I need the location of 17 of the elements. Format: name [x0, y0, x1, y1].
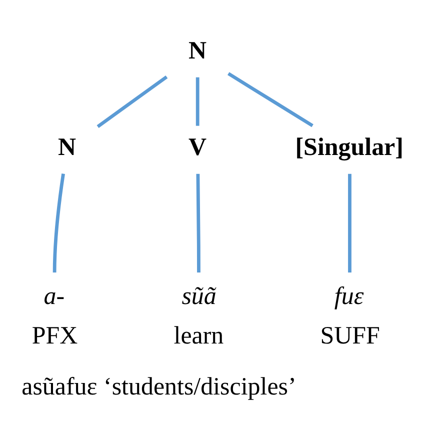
node-label: PFX [32, 322, 78, 350]
connector [228, 72, 314, 128]
connector [96, 75, 168, 128]
caption: asũafuɛ ‘students/disciples’ [22, 374, 296, 401]
node-text: a- [44, 282, 65, 310]
node-text: V [188, 134, 207, 162]
node-text: N [58, 134, 76, 162]
connector [196, 77, 200, 126]
connector [348, 174, 352, 272]
node-text: sũã [182, 282, 216, 310]
connector [196, 174, 200, 272]
node-label: SUFF [320, 322, 380, 350]
node-text: N [188, 38, 207, 65]
node-label: learn [174, 322, 224, 350]
node-text: [Singular] [295, 134, 404, 162]
connector [52, 174, 65, 273]
node-text: fuɛ [334, 282, 364, 310]
